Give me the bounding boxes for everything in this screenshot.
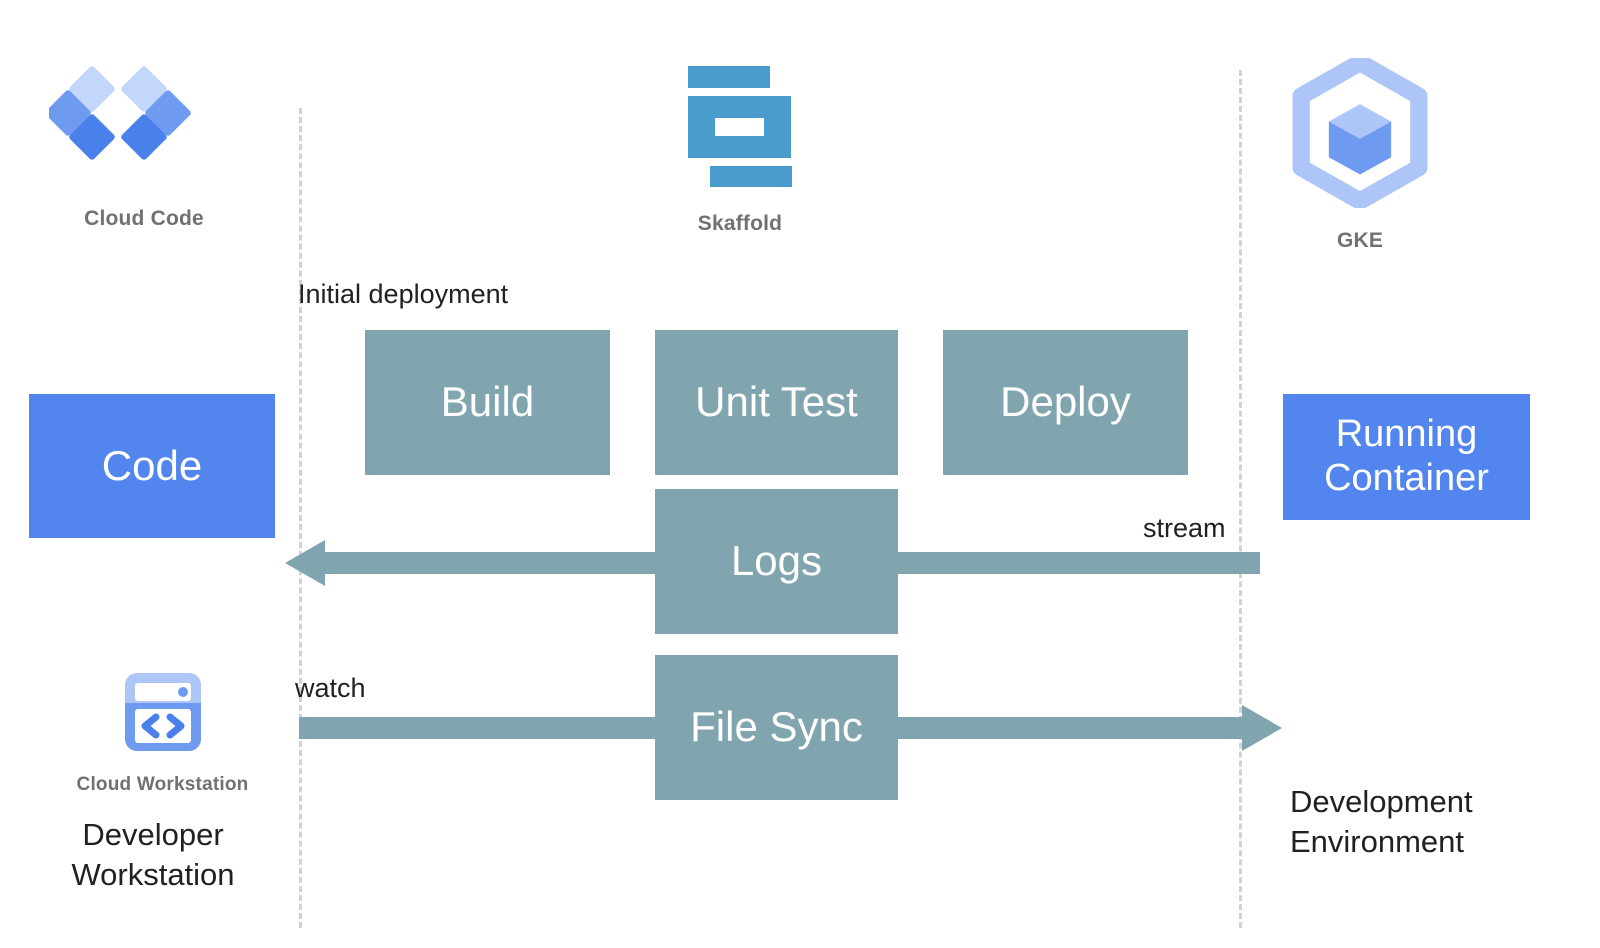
box-deploy-label: Deploy xyxy=(1000,378,1131,426)
box-running-container-line1: Running xyxy=(1335,413,1478,456)
caption-development-environment-line2: Environment xyxy=(1290,823,1465,859)
label-stream: stream xyxy=(1143,513,1226,543)
caption-development-environment: Development Environment xyxy=(1290,782,1580,861)
caption-development-environment-line1: Development xyxy=(1290,784,1473,819)
label-watch: watch xyxy=(295,673,366,703)
cloud-workstation-window-icon xyxy=(124,673,201,751)
box-file-sync[interactable]: File Sync xyxy=(655,655,898,800)
cloud-code-diamonds-icon xyxy=(45,66,191,160)
boundary-line-right xyxy=(1239,70,1242,928)
logo-caption-cloud-workstation: Cloud Workstation xyxy=(76,774,249,795)
box-code[interactable]: Code xyxy=(29,394,275,538)
logo-caption-skaffold: Skaffold xyxy=(697,212,783,235)
logo-cloud-code: Cloud Code xyxy=(24,62,264,231)
logo-cloud-workstation: Cloud Workstation xyxy=(40,665,285,796)
box-running-container-line2: Container xyxy=(1324,457,1489,499)
skaffold-logo-icon xyxy=(688,66,792,188)
box-running-container[interactable]: Running Container xyxy=(1283,394,1530,520)
caption-developer-workstation-line2: Workstation xyxy=(71,856,235,892)
label-initial-deployment: Initial deployment xyxy=(298,279,509,309)
box-deploy[interactable]: Deploy xyxy=(943,330,1188,475)
box-logs[interactable]: Logs xyxy=(655,489,898,634)
logo-caption-cloud-code: Cloud Code xyxy=(84,207,204,230)
box-unit-test[interactable]: Unit Test xyxy=(655,330,898,475)
logo-gke: GKE xyxy=(1240,53,1480,253)
box-logs-label: Logs xyxy=(730,537,823,585)
box-running-container-label: Running Container xyxy=(1324,413,1489,500)
box-build[interactable]: Build xyxy=(365,330,610,475)
caption-developer-workstation: Developer Workstation xyxy=(22,815,284,894)
caption-developer-workstation-line1: Developer xyxy=(82,817,224,852)
box-code-label: Code xyxy=(101,441,203,489)
gke-hexagon-cube-icon xyxy=(1292,53,1428,210)
boundary-line-left xyxy=(299,108,302,928)
box-unit-test-label: Unit Test xyxy=(695,378,858,426)
logo-caption-gke: GKE xyxy=(1336,229,1384,252)
box-file-sync-label: File Sync xyxy=(690,703,863,751)
box-build-label: Build xyxy=(440,378,535,426)
logo-skaffold: Skaffold xyxy=(620,62,860,236)
